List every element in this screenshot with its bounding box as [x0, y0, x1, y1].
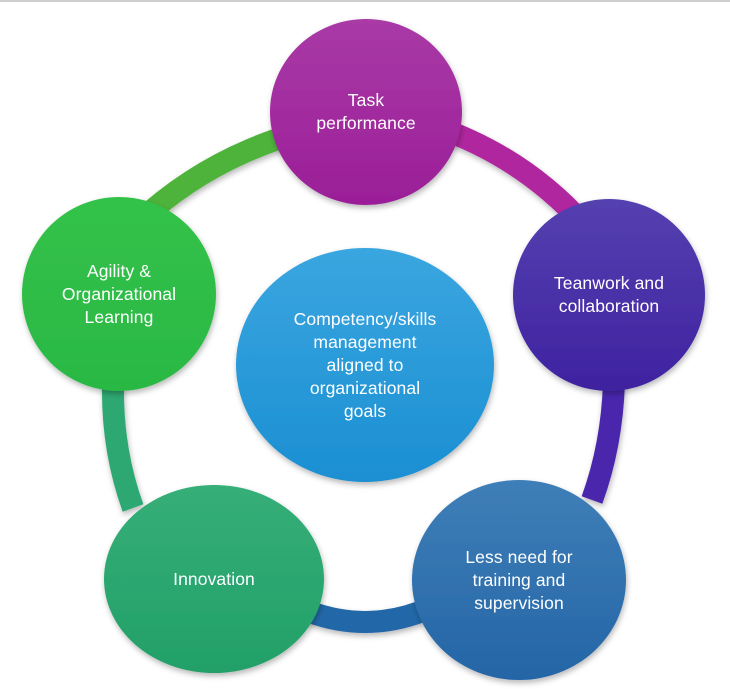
task-performance-label: Task performance — [316, 90, 416, 133]
top-border — [0, 0, 730, 2]
less-training-label: Less need for training and supervision — [465, 546, 573, 613]
agility-label: Agility & Organizational Learning — [61, 260, 177, 327]
agility-circle — [22, 197, 216, 391]
innovation-circle — [104, 485, 324, 673]
connector-less-training-to-innovation — [306, 601, 424, 633]
less-training-circle — [412, 480, 626, 680]
connector-agility-to-task — [142, 124, 294, 221]
less-training-label-box: Less need for training and supervision — [412, 480, 626, 680]
teamwork-circle — [513, 199, 705, 391]
teamwork-label-box: Teanwork and collaboration — [513, 199, 705, 391]
center-circle — [236, 248, 494, 482]
task-performance-label-box: Task performance — [270, 19, 462, 205]
connector-innovation-to-agility — [101, 384, 144, 512]
center-label: Competency/skills management aligned to … — [293, 308, 437, 421]
center-label-box: Competency/skills management aligned to … — [236, 248, 494, 482]
connector-task-to-teamwork — [441, 119, 583, 223]
task-performance-circle — [270, 19, 462, 205]
innovation-label-box: Innovation — [104, 485, 324, 673]
agility-label-box: Agility & Organizational Learning — [22, 197, 216, 391]
teamwork-label: Teanwork and collaboration — [553, 273, 665, 316]
connector-teamwork-to-less-training — [581, 381, 625, 504]
innovation-label: Innovation — [173, 568, 255, 589]
